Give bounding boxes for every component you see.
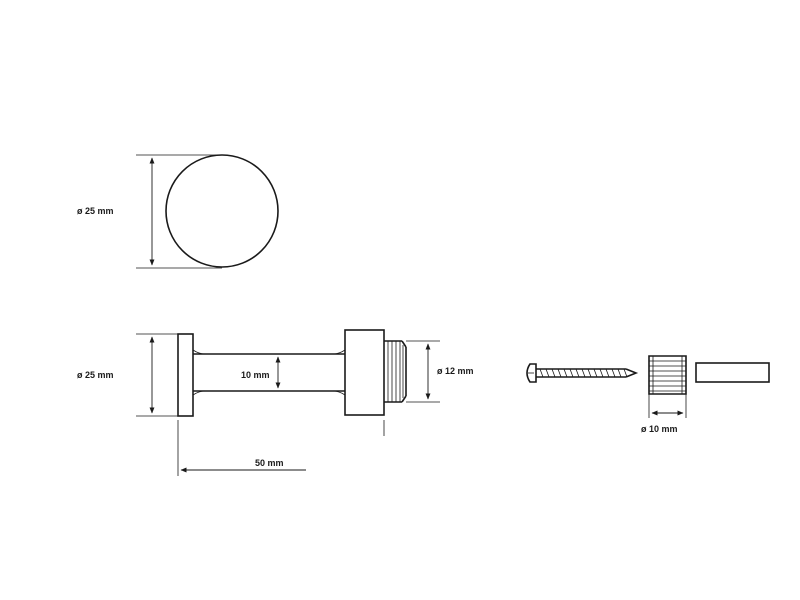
wall-plug: ø 10 mm <box>641 355 687 434</box>
length-label: 50 mm <box>255 458 284 468</box>
side-view: ø 25 mm 10 mm ø 12 mm 50 mm <box>77 329 474 476</box>
fixings: ø 10 mm <box>526 355 770 434</box>
rosette-circle <box>165 154 279 268</box>
rod-diameter-label: 10 mm <box>241 370 270 380</box>
pin <box>695 362 770 383</box>
flange-plate <box>177 333 194 417</box>
plug-body <box>648 355 687 395</box>
screw-tip <box>625 368 639 378</box>
screw <box>526 363 639 383</box>
screw-head <box>526 363 537 383</box>
flange-diameter-label: ø 25 mm <box>77 370 114 380</box>
screw-thread <box>539 368 628 378</box>
threaded-end <box>384 340 407 403</box>
top-view: ø 25 mm <box>77 154 279 269</box>
rod-fillet-top <box>192 349 206 355</box>
rod-fillet-top-right <box>332 349 346 355</box>
top-diameter-label: ø 25 mm <box>77 206 114 216</box>
rod-fillet-bottom <box>192 390 206 396</box>
rod-fillet-bottom-right <box>332 390 346 396</box>
thread-diameter-label: ø 12 mm <box>437 366 474 376</box>
plug-diameter-label: ø 10 mm <box>641 424 678 434</box>
collar-block <box>344 329 385 416</box>
